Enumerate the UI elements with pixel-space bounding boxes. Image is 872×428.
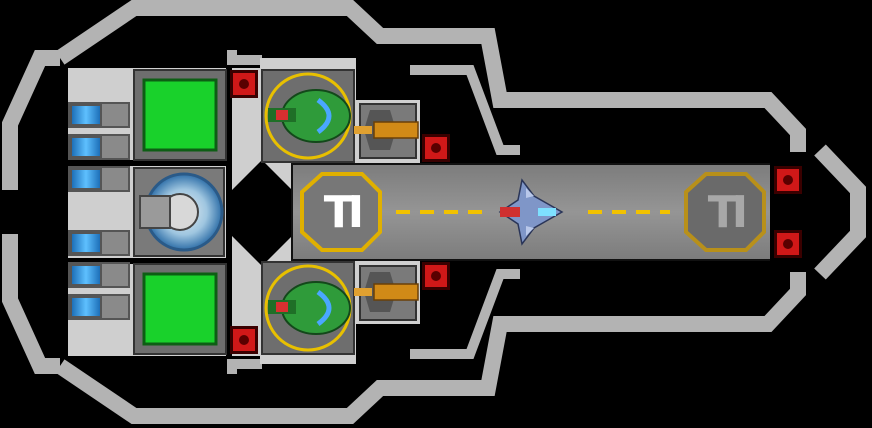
cannon-bottom[interactable] bbox=[354, 265, 419, 321]
alarm-icon[interactable] bbox=[422, 262, 450, 290]
console-screen-top[interactable] bbox=[133, 69, 227, 161]
landing-pad-left[interactable] bbox=[300, 172, 382, 252]
landing-pad-left-label-wrap: TI bbox=[303, 174, 379, 250]
coolant-tank-icon[interactable] bbox=[68, 134, 130, 160]
coolant-tanks bbox=[68, 102, 130, 320]
coolant-tank-icon[interactable] bbox=[68, 262, 130, 288]
alarm-icon[interactable] bbox=[774, 230, 802, 258]
ship-icon[interactable] bbox=[498, 178, 564, 246]
landing-pad-right[interactable] bbox=[684, 172, 766, 252]
landing-pad-right-label-wrap: TI bbox=[687, 174, 763, 250]
landing-pad-left-label: TI bbox=[323, 186, 364, 238]
alarm-icon[interactable] bbox=[230, 326, 258, 354]
alarm-icon[interactable] bbox=[422, 134, 450, 162]
reactor-icon[interactable] bbox=[133, 167, 225, 257]
coolant-tank-icon[interactable] bbox=[68, 230, 130, 256]
alarm-icon[interactable] bbox=[230, 70, 258, 98]
alarm-icon[interactable] bbox=[774, 166, 802, 194]
landing-pad-right-label: TI bbox=[707, 186, 748, 238]
turret-top[interactable] bbox=[261, 69, 355, 163]
coolant-tank-icon[interactable] bbox=[68, 102, 130, 128]
cannon-top[interactable] bbox=[354, 103, 419, 159]
turret-bottom[interactable] bbox=[261, 261, 355, 355]
coolant-tank-icon[interactable] bbox=[68, 166, 130, 192]
coolant-tank-icon[interactable] bbox=[68, 294, 130, 320]
console-screen-bottom[interactable] bbox=[133, 263, 227, 355]
